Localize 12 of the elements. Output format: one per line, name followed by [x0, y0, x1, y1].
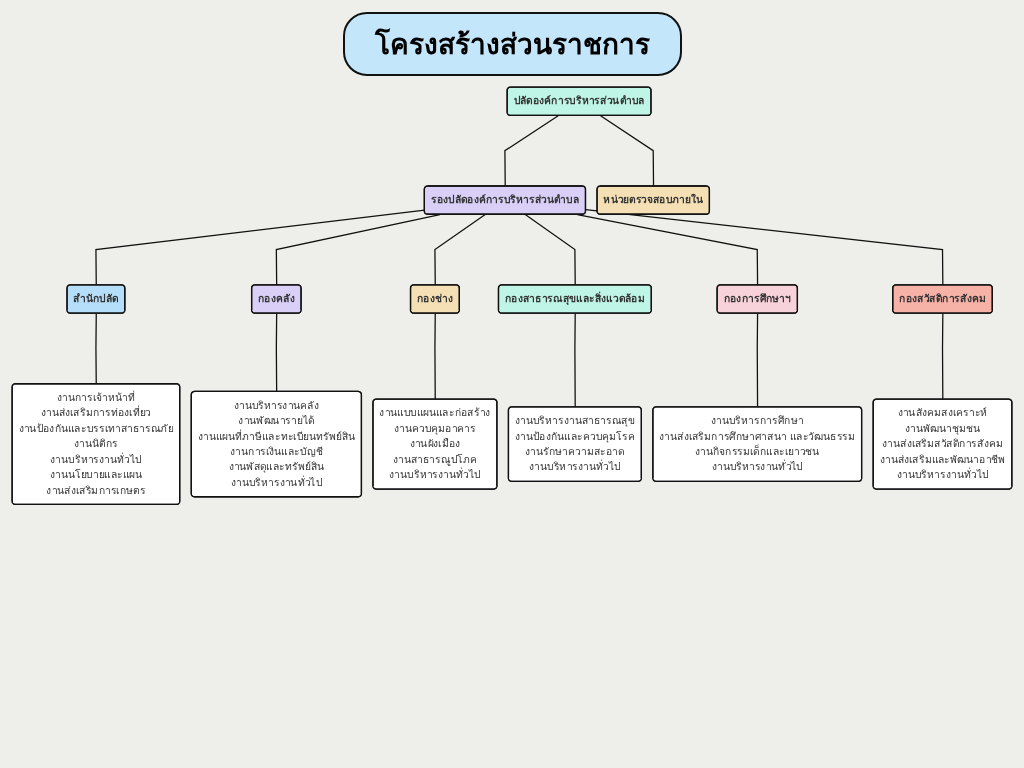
connector — [275, 312, 278, 393]
connector — [524, 213, 576, 286]
connector — [585, 208, 944, 286]
connector — [599, 115, 655, 187]
title: โครงสร้างส่วนราชการ — [342, 12, 682, 76]
connector — [434, 312, 436, 401]
connector — [756, 312, 759, 408]
connector — [574, 312, 576, 408]
connector — [434, 213, 486, 286]
connector — [941, 312, 944, 401]
connector — [95, 312, 97, 385]
connector — [504, 115, 559, 187]
